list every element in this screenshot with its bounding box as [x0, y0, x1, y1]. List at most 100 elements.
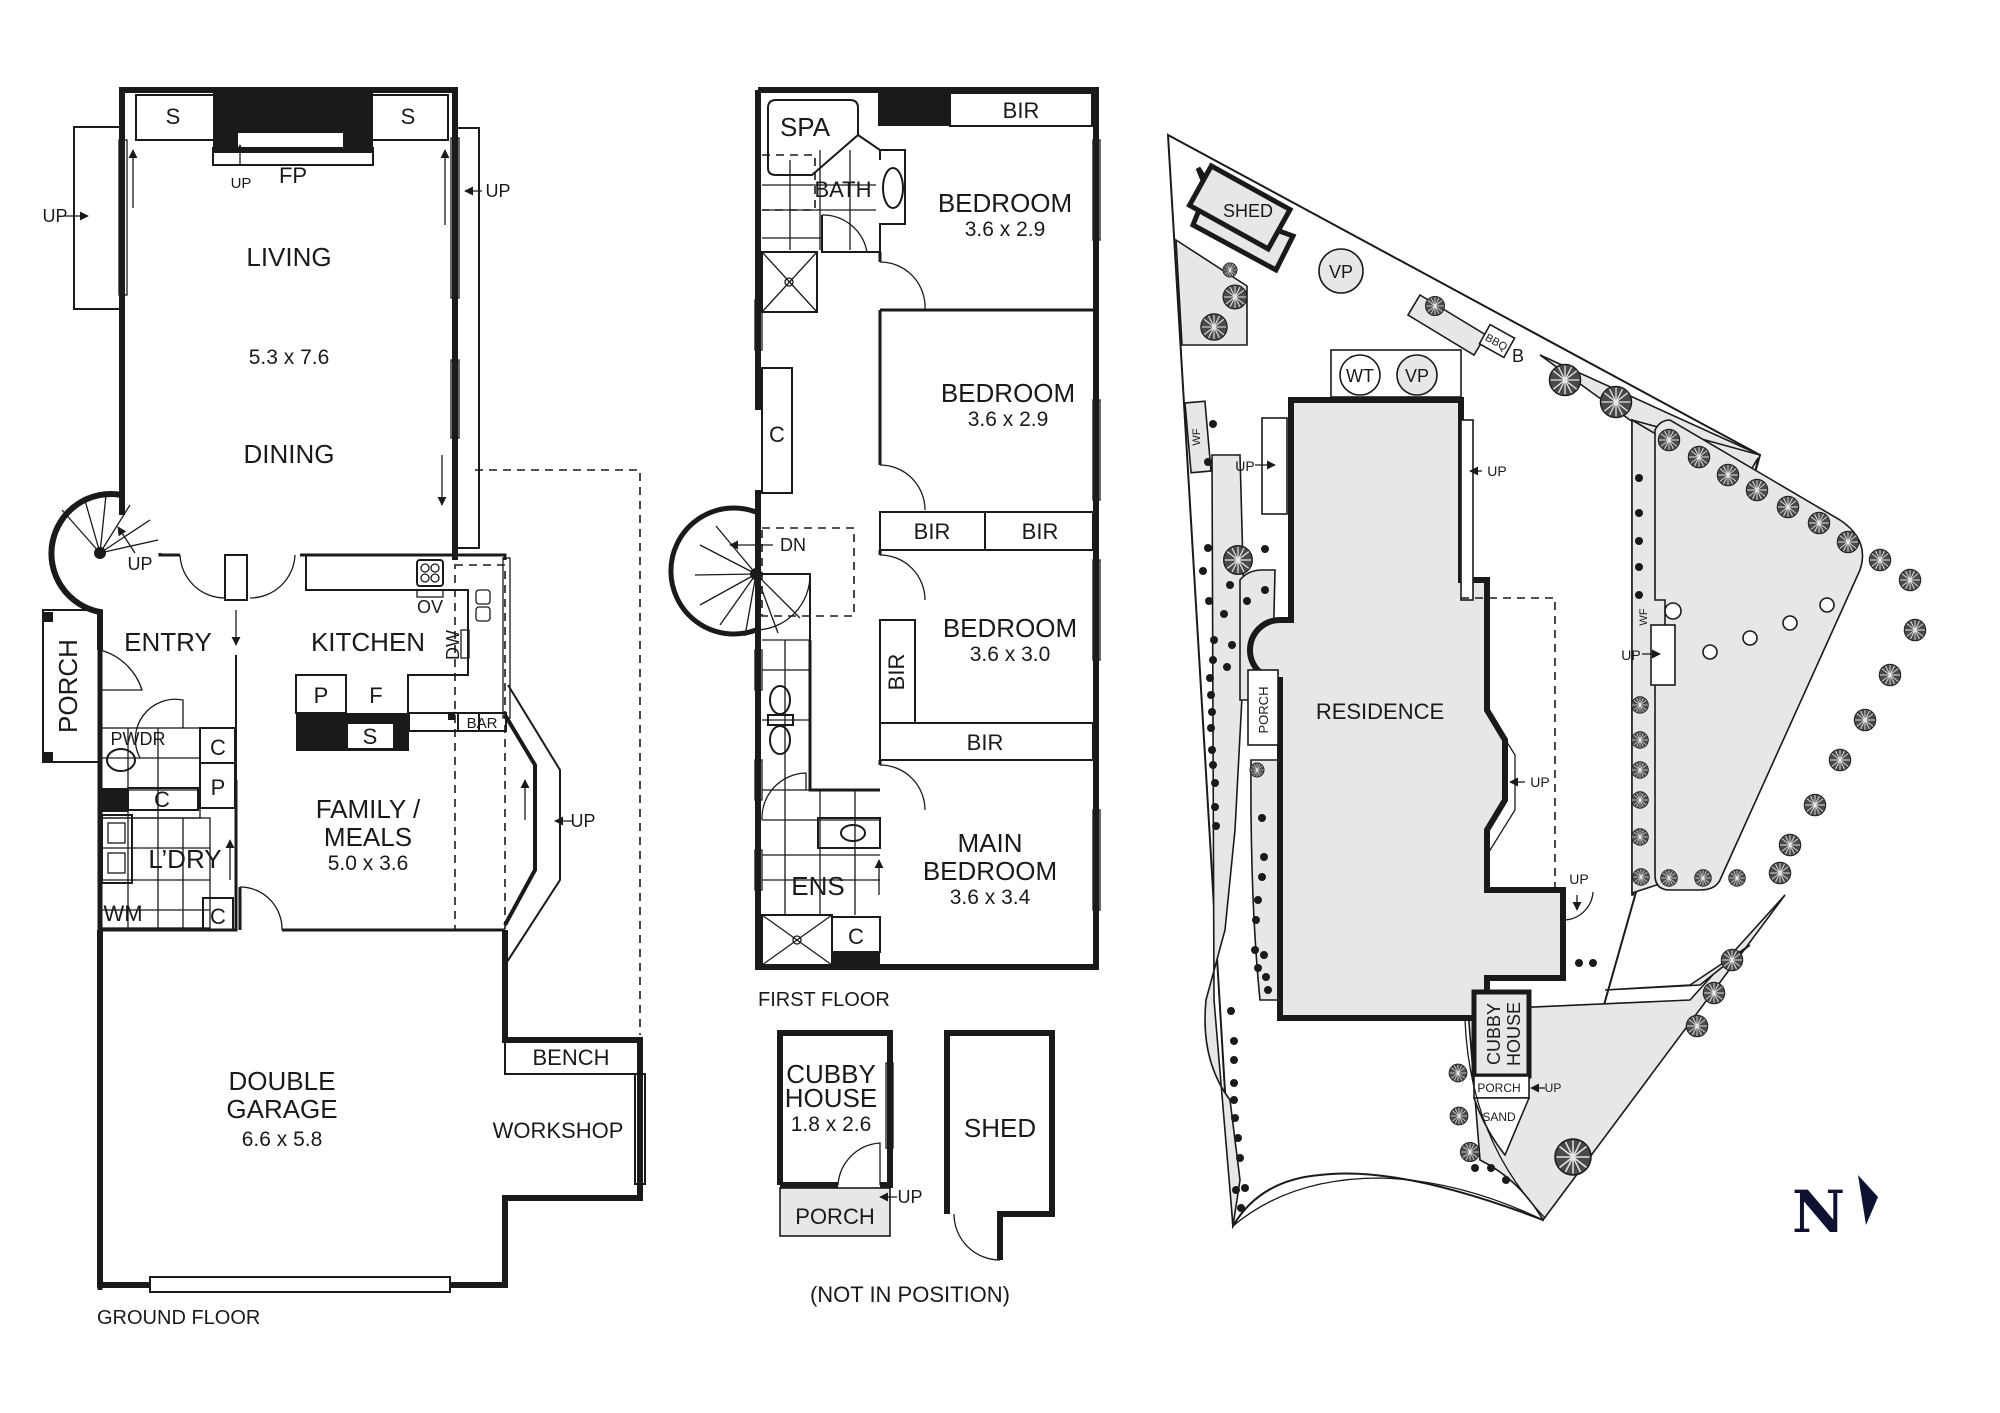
ensuite-label: ENS [791, 871, 844, 901]
lawn-steps [1650, 624, 1676, 686]
garden-strip-west [1204, 454, 1246, 1227]
bar-label: BAR [467, 715, 498, 732]
sand-label: SAND [1482, 1110, 1516, 1124]
site-up-right-label: UP [1487, 463, 1506, 479]
garage-door [149, 1276, 451, 1293]
bbq [1478, 323, 1516, 359]
ens-vanity [817, 817, 881, 849]
garden-bed [1406, 293, 1488, 357]
left-deck [73, 126, 123, 310]
left-deck-up-label: UP [42, 206, 67, 226]
bir-a-label: BIR [914, 519, 951, 544]
fridge-label: F [369, 683, 382, 708]
main-bedroom-dimensions: 3.6 x 3.4 [950, 886, 1031, 909]
cupboard-3-label: C [210, 904, 226, 929]
vp-1-label: VP [1329, 262, 1353, 282]
vp-tank-1 [1318, 248, 1364, 294]
washing-machine-label: WM [103, 901, 142, 926]
bedroom-2-label: BEDROOM [941, 378, 1075, 408]
bay-window-wall [503, 713, 537, 926]
entry-label: ENTRY [124, 627, 212, 657]
site-plan: RESIDENCE PORCH UP UP UP UP SHED VP WT V… [1166, 133, 1927, 1246]
first-floor-plan: BIR SPA BATH BEDROOM 3.6 x 2.9 C BEDROOM… [668, 87, 1101, 1011]
site-porch-label: PORCH [1256, 687, 1271, 734]
ensuite-cupboard-label: C [848, 924, 864, 949]
b-label: B [1512, 346, 1524, 366]
workshop-label: WORKSHOP [493, 1118, 624, 1143]
kitchen-label: KITCHEN [311, 627, 425, 657]
pwdr-door-swing [134, 698, 184, 759]
deck-left [1261, 417, 1288, 515]
vanity-basin [769, 685, 791, 715]
wf-right [1664, 602, 1682, 620]
shed-walls [944, 1030, 1055, 1260]
window [118, 139, 128, 296]
upper-spiral-stair [668, 505, 757, 637]
cupboard-2-label: C [154, 787, 170, 812]
living-label: LIVING [246, 242, 331, 272]
site-shed-label: SHED [1223, 201, 1273, 221]
sandpit [1472, 1097, 1531, 1157]
bench [504, 1039, 639, 1075]
shrub-dots [1199, 420, 1643, 1212]
workshop-window [634, 1073, 646, 1185]
cubby-label-line2: HOUSE [785, 1083, 877, 1113]
site-cubby-up-label: UP [1545, 1081, 1562, 1095]
lawn-area [1654, 419, 1864, 891]
door-swing [179, 554, 226, 599]
family-label-line1: FAMILY / [316, 794, 421, 824]
site-cubby-label-line1: CUBBY [1484, 1003, 1504, 1065]
bedroom-1-dimensions: 3.6 x 2.9 [965, 218, 1046, 241]
site-up-left-label: UP [1235, 458, 1254, 474]
sink-label: S [363, 724, 378, 749]
pantry-label: P [314, 683, 329, 708]
fireplace-label: FP [279, 163, 307, 188]
wt-label: WT [1346, 366, 1374, 386]
outbuildings: CUBBY HOUSE 1.8 x 2.6 PORCH UP SHED (NOT… [777, 1030, 1055, 1307]
family-dimensions: 5.0 x 3.6 [328, 852, 409, 875]
shed-label: SHED [964, 1113, 1036, 1143]
cubby-dimensions: 1.8 x 2.6 [791, 1113, 872, 1136]
linen-cupboard [761, 367, 793, 494]
pwdr-label: PWDR [111, 729, 166, 749]
site-cubby-house [1471, 989, 1532, 1079]
garage-dimensions: 6.6 x 5.8 [242, 1128, 323, 1151]
north-label: N [1792, 1178, 1845, 1246]
garage-label-line2: GARAGE [226, 1094, 337, 1124]
cubby-label-line1: CUBBY [786, 1059, 876, 1089]
bedroom-3-label: BEDROOM [943, 613, 1077, 643]
bir-main-label: BIR [967, 730, 1004, 755]
linen-label: C [769, 422, 785, 447]
stair-void [761, 527, 855, 617]
cubby-porch-label: PORCH [795, 1204, 874, 1229]
bath-tile-grid [762, 150, 876, 250]
site-cubby-porch-label: PORCH [1477, 1081, 1520, 1095]
toilet-icon [106, 748, 136, 772]
site-up-rear-label: UP [1569, 871, 1588, 887]
cubby-up-label: UP [897, 1187, 922, 1207]
garage-door-swing [239, 886, 283, 931]
cooktop-icon [416, 559, 444, 587]
bath-label: BATH [814, 177, 871, 202]
bir-side-label: BIR [884, 654, 909, 691]
front-porch [1247, 669, 1279, 746]
site-boundary [1166, 133, 1762, 1230]
first-floor-walls [755, 87, 1099, 970]
front-boundary-curve [1232, 1177, 1544, 1227]
cubby-porch [779, 1187, 891, 1237]
bir-main [879, 722, 1094, 761]
main-bedroom-label-line1: MAIN [958, 828, 1023, 858]
oven-label: OV [417, 597, 443, 617]
wf-left-label: WF [1191, 428, 1203, 445]
not-in-position-note: (NOT IN POSITION) [810, 1282, 1010, 1307]
right-deck [454, 127, 480, 549]
site-up-lawn-label: UP [1621, 647, 1640, 663]
north-arrow-icon [1858, 1175, 1878, 1225]
ground-floor-caption: GROUND FLOOR [97, 1307, 260, 1329]
site-up-mid-label: UP [1530, 774, 1549, 790]
bir-top [949, 92, 1093, 127]
stepping-stone [1702, 644, 1718, 660]
bedroom-3-dimensions: 3.6 x 3.0 [970, 643, 1051, 666]
cubby-house-walls [777, 1030, 893, 1188]
front-door-swing [99, 649, 143, 691]
